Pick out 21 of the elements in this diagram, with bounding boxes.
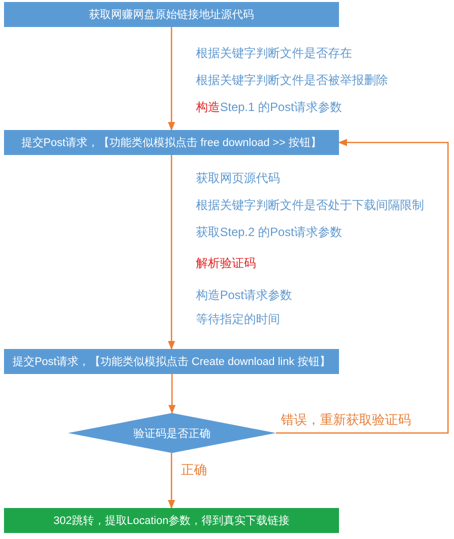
step-note: 等待指定的时间 <box>196 311 280 328</box>
step-note: 根据关键字判断文件是否被举报删除 <box>196 72 388 89</box>
arrow <box>168 453 176 509</box>
step-note: 获取Step.2 的Post请求参数 <box>196 224 342 241</box>
process-box: 提交Post请求，【功能类似模拟点击 Create download link 按钮】 <box>4 349 339 374</box>
step-note: 根据关键字判断文件是否存在 <box>196 45 352 62</box>
step-note: 构造Step.1 的Post请求参数 <box>196 99 342 116</box>
edge-label: 正确 <box>180 461 208 479</box>
process-box: 提交Post请求，【功能类似模拟点击 free download >> 按钮】 <box>4 130 339 155</box>
arrow <box>168 27 176 131</box>
step-note: 获取网页源代码 <box>196 170 280 187</box>
step-note: 构造Post请求参数 <box>196 287 292 304</box>
result-box: 302跳转，提取Location参数，得到真实下载链接 <box>4 508 339 533</box>
edge-label: 错误，重新获取验证码 <box>280 411 412 429</box>
step-note: 解析验证码 <box>196 255 256 272</box>
step-note: 根据关键字判断文件是否处于下载间隔限制 <box>196 197 424 214</box>
arrow <box>168 155 176 350</box>
process-box: 获取网赚网盘原始链接地址源代码 <box>4 2 339 27</box>
decision-diamond: 验证码是否正确 <box>68 413 276 453</box>
arrow <box>168 374 176 414</box>
arrow <box>276 138 449 434</box>
